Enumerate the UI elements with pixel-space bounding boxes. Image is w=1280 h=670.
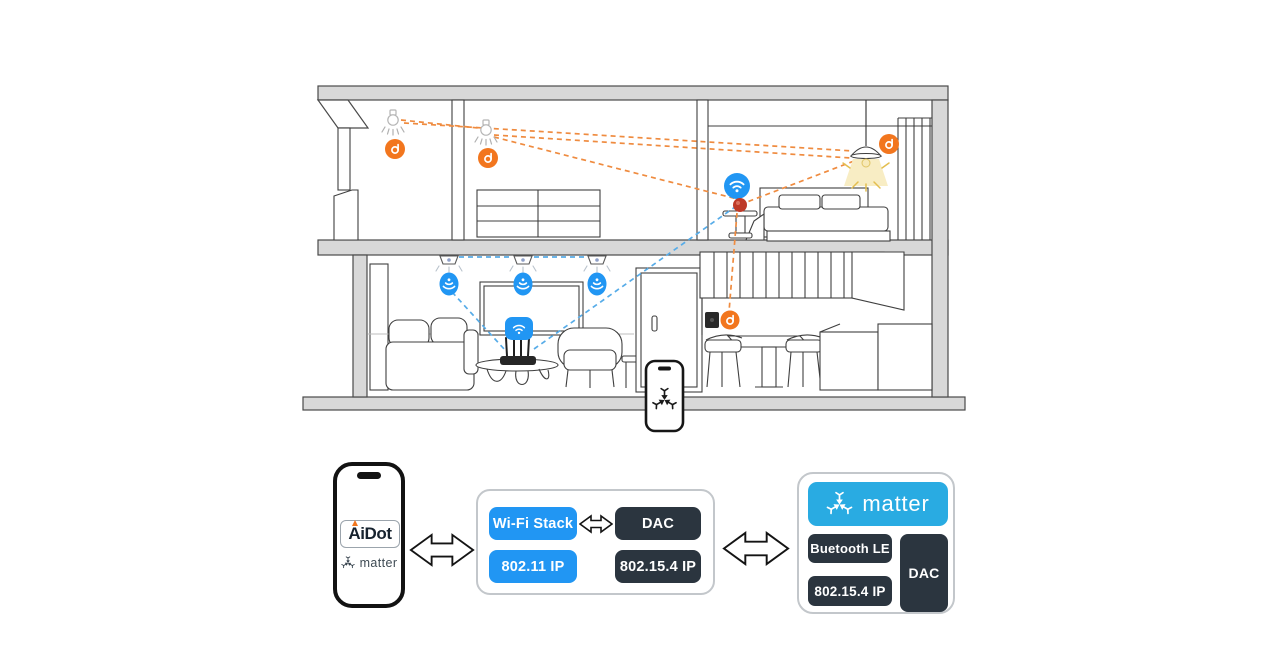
wifi-router xyxy=(500,317,536,365)
wifi-ceiling-light-3 xyxy=(583,255,611,296)
phone-matter-wordmark: matter xyxy=(337,556,401,570)
controller-stack-panel: Wi-Fi Stack DAC 802.11 IP 802.15.4 IP xyxy=(476,489,715,595)
matter-label: matter xyxy=(359,556,398,570)
aidot-phone: AiDot matter xyxy=(333,462,405,608)
red-hub-device xyxy=(733,198,747,212)
dac-chip: DAC xyxy=(900,534,948,612)
sync-arrow-left xyxy=(409,533,475,567)
dac-chip: DAC xyxy=(615,507,701,540)
aidot-flame-icon xyxy=(352,520,358,526)
wifi-ceiling-light-1 xyxy=(435,255,463,296)
thread-pendant-lamp xyxy=(842,100,899,192)
matter-label: matter xyxy=(862,491,930,516)
aidot-label: AiDot xyxy=(348,524,392,543)
ip-802154-chip: 802.15.4 IP xyxy=(615,550,701,583)
house-cross-section xyxy=(302,85,966,433)
wifi-links xyxy=(451,206,736,351)
wifi-stack-chip: Wi-Fi Stack xyxy=(489,507,577,540)
house-interior-lines xyxy=(333,99,933,393)
thread-links xyxy=(400,119,855,313)
aidot-logo: AiDot xyxy=(340,520,400,548)
house-structure xyxy=(302,85,966,411)
matter-smartphone xyxy=(644,359,685,433)
thread-smart-switch xyxy=(705,310,740,330)
matter-banner: matter xyxy=(808,482,948,526)
matter-icon xyxy=(340,556,355,569)
thread-bulb-2 xyxy=(474,119,498,168)
ip-802154-chip: 802.15.4 IP xyxy=(808,576,892,606)
thread-bulb-1 xyxy=(381,109,405,159)
sync-arrow-small xyxy=(579,514,613,534)
ip-80211-chip: 802.11 IP xyxy=(489,550,577,583)
sync-arrow-right xyxy=(722,531,790,566)
phone-notch xyxy=(357,472,381,479)
bluetooth-le-chip: Buetooth LE xyxy=(808,534,892,563)
matter-icon xyxy=(827,491,853,514)
wifi-hub-bedroom xyxy=(724,173,750,212)
wifi-ceiling-light-2 xyxy=(509,255,537,296)
matter-device-panel: matter Buetooth LE 802.15.4 IP DAC xyxy=(797,472,955,614)
